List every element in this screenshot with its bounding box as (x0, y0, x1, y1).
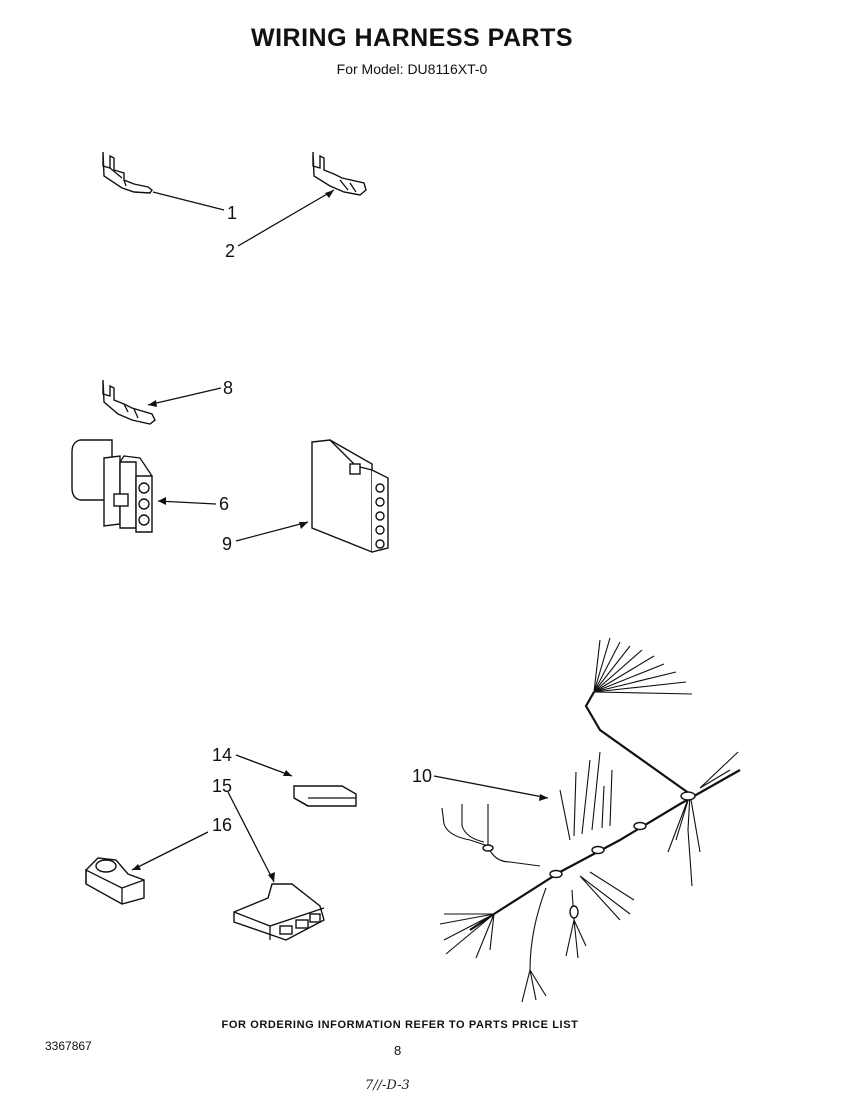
part-10-wiring-harness (439, 637, 741, 1003)
page-number: 8 (394, 1043, 402, 1058)
leader-line-1 (152, 191, 225, 211)
page-title: WIRING HARNESS PARTS (250, 24, 574, 52)
callout-8: 8 (223, 378, 233, 398)
part-14-block (293, 785, 357, 807)
part-1-terminal (102, 151, 153, 194)
handwritten-note: 7//-D-3 (365, 1078, 410, 1093)
part-15-connector (233, 883, 325, 941)
callout-9: 9 (222, 534, 232, 554)
part-9-connector (311, 439, 389, 554)
document-number: 3367867 (45, 1039, 92, 1053)
callout-10: 10 (412, 766, 432, 786)
leader-line-2 (237, 189, 335, 247)
callout-6: 6 (219, 494, 229, 514)
callout-15: 15 (212, 776, 232, 796)
part-2-terminal (312, 151, 367, 196)
part-8-terminal (102, 379, 156, 425)
ordering-information-note: FOR ORDERING INFORMATION REFER TO PARTS … (221, 1019, 579, 1031)
callout-2: 2 (225, 241, 235, 261)
leader-line-10 (433, 775, 549, 799)
model-subtitle: For Model: DU8116XT-0 (336, 61, 488, 77)
leader-line-8 (147, 387, 222, 406)
callout-1: 1 (227, 203, 237, 223)
leader-line-9 (235, 521, 309, 542)
part-16-plug (85, 857, 145, 905)
leader-line-15 (227, 791, 275, 883)
callout-16: 16 (212, 815, 232, 835)
leader-line-14 (235, 754, 293, 777)
callout-14: 14 (212, 745, 232, 765)
part-6-connector (71, 439, 153, 533)
leader-line-16 (131, 831, 209, 871)
leader-line-6 (157, 500, 217, 505)
